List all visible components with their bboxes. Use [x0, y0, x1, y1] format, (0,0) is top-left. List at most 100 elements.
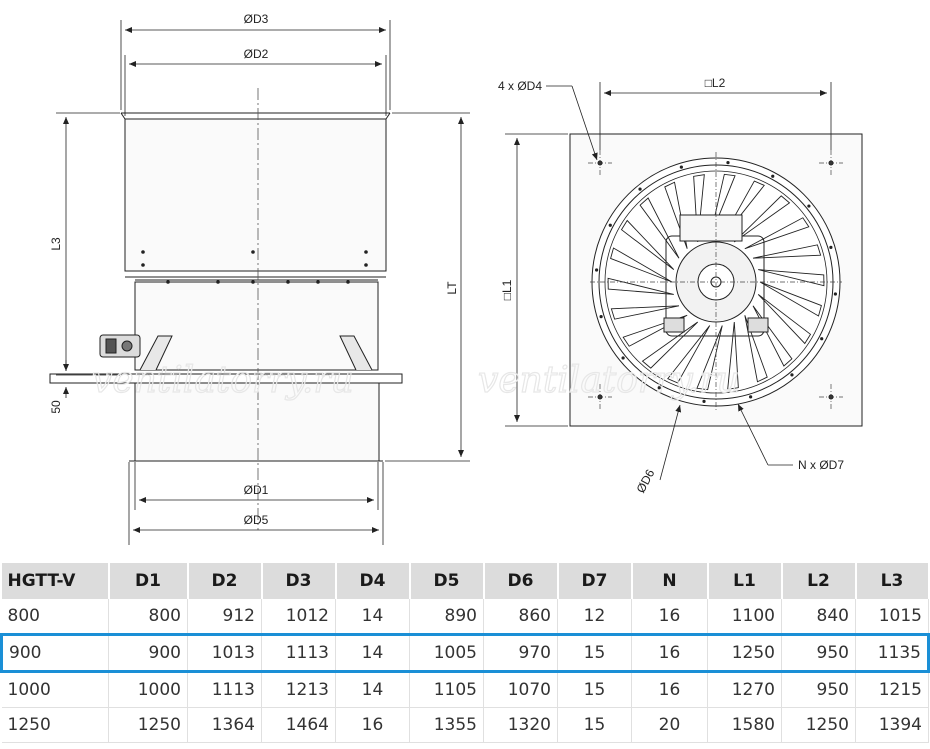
column-header-4: D4 — [335, 563, 411, 599]
label-d2: ØD2 — [244, 47, 269, 61]
fan-blade — [721, 180, 765, 239]
label-lt: LT — [445, 281, 459, 295]
column-header-7: D7 — [557, 563, 633, 599]
fan-blade — [641, 321, 699, 369]
watermark-right: ventilatorry.ru — [478, 360, 740, 401]
table-cell: 12 — [557, 599, 632, 635]
table-cell: 15 — [557, 671, 632, 708]
rim-bolt — [594, 268, 599, 272]
table-cell: 950 — [781, 671, 856, 708]
rim-bolt — [790, 373, 794, 377]
table-cell: 1580 — [707, 707, 782, 743]
rim-bolt — [749, 395, 753, 399]
column-header-5: D5 — [409, 563, 485, 599]
table-cell: 1270 — [707, 671, 782, 708]
rim-bolt — [807, 204, 811, 208]
table-cell: 1250 — [1, 707, 109, 743]
table-cell: 800 — [1, 599, 109, 635]
table-cell: 15 — [557, 633, 632, 673]
fan-blade — [610, 305, 680, 320]
fan-blade — [667, 325, 711, 384]
table-cell: 1464 — [261, 707, 336, 743]
side-view — [49, 112, 403, 462]
fan-blade — [758, 269, 825, 287]
side-view-bolts — [141, 250, 368, 284]
table-cell: 1013 — [187, 633, 262, 673]
technical-drawing: ØD3 ØD2 ØD1 ØD5 L3 50 LT — [49, 12, 863, 545]
table-cell: 800 — [108, 599, 188, 635]
table-cell: 860 — [483, 599, 558, 635]
fan-blade — [752, 244, 822, 259]
table-cell: 1215 — [855, 671, 929, 708]
rim-bolt — [679, 165, 683, 169]
fan-blade — [744, 217, 810, 250]
label-l3: L3 — [49, 237, 63, 251]
fan-blade — [744, 315, 768, 383]
watermark-left: ventilatorry.ru — [92, 360, 354, 401]
table-cell: 1355 — [409, 707, 484, 743]
table-cell: 912 — [187, 599, 262, 635]
fan-blade — [696, 325, 723, 391]
column-header-1: D1 — [108, 563, 189, 599]
table-cell: 1015 — [855, 599, 929, 635]
table-cell: 16 — [631, 671, 708, 708]
table-cell: 950 — [781, 633, 856, 673]
table-cell: 16 — [335, 707, 410, 743]
label-l2: □L2 — [705, 76, 726, 90]
label-d1: ØD1 — [244, 483, 269, 497]
table-cell: 1000 — [108, 671, 188, 708]
rim-bolt — [657, 386, 661, 390]
table-cell: 1213 — [261, 671, 336, 708]
label-l1: □L1 — [500, 279, 514, 300]
column-header-3: D3 — [261, 563, 337, 599]
table-cell: 1005 — [409, 633, 484, 673]
fan-blade — [733, 195, 791, 243]
column-header-11: L3 — [855, 563, 930, 599]
table-cell: 1105 — [409, 671, 484, 708]
fan-blade — [709, 173, 736, 239]
rim-bolt — [599, 315, 603, 319]
table-cell: 840 — [781, 599, 856, 635]
fan-blade — [759, 281, 822, 317]
front-dimensions — [505, 82, 832, 481]
front-view-center-marks — [588, 150, 843, 412]
column-header-0: HGTT-V — [1, 563, 110, 599]
label-50: 50 — [49, 400, 63, 414]
table-cell: 1394 — [855, 707, 929, 743]
table-cell: 1250 — [781, 707, 856, 743]
fan-blade — [757, 294, 812, 345]
fan-blade — [620, 219, 675, 270]
fan-blade — [639, 197, 680, 259]
fan-blade — [727, 321, 739, 390]
label-d5: ØD5 — [244, 513, 269, 527]
table-cell: 16 — [631, 599, 708, 635]
table-cell: 1113 — [187, 671, 262, 708]
table-cell: 15 — [557, 707, 632, 743]
rim-bolt — [771, 174, 775, 178]
label-nxd7: N x ØD7 — [798, 458, 844, 472]
table-cell: 1135 — [855, 633, 930, 673]
column-header-10: L2 — [781, 563, 857, 599]
rim-bolt — [702, 399, 706, 404]
rim-bolt — [833, 292, 838, 296]
table-cell: 1100 — [707, 599, 782, 635]
table-cell: 970 — [483, 633, 558, 673]
rim-bolt — [638, 187, 642, 191]
table-cell: 20 — [631, 707, 708, 743]
fan-blade — [610, 247, 673, 283]
rim-bolt — [608, 223, 612, 227]
rim-bolt — [829, 245, 833, 249]
table-cell: 1070 — [483, 671, 558, 708]
table-cell: 1250 — [707, 633, 782, 673]
table-cell: 1320 — [483, 707, 558, 743]
label-d6: ØD6 — [633, 467, 657, 496]
table-cell: 1364 — [187, 707, 262, 743]
fan-blade — [693, 174, 705, 243]
rim-bolt — [820, 337, 824, 341]
